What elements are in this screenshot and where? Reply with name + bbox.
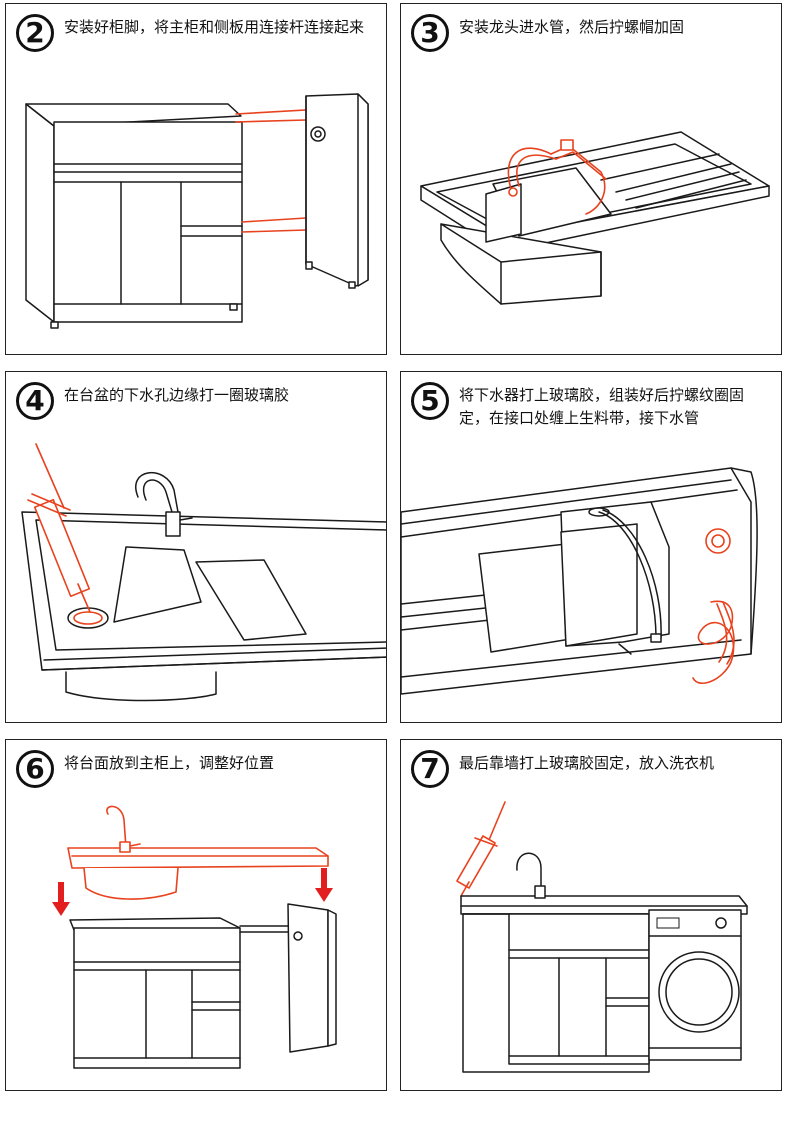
step-number: 7 bbox=[411, 750, 449, 788]
step-panel-7: 7 最后靠墙打上玻璃胶固定，放入洗衣机 bbox=[400, 739, 782, 1091]
drain-hose-illustration bbox=[401, 467, 758, 695]
place-countertop-illustration bbox=[52, 805, 337, 1069]
glue-gun-icon bbox=[27, 443, 91, 613]
faucet-inlet-illustration bbox=[420, 131, 770, 305]
step-number: 2 bbox=[16, 14, 54, 52]
step-caption: 最后靠墙打上玻璃胶固定，放入洗衣机 bbox=[459, 754, 715, 772]
glue-drain-hole-illustration bbox=[21, 443, 386, 702]
step-caption: 将下水器打上玻璃胶，组装好后拧螺纹圈固定，在接口处缠上生料带，接下水管 bbox=[459, 386, 745, 427]
step-caption: 安装好柜脚，将主柜和侧板用连接杆连接起来 bbox=[64, 18, 365, 36]
step-number: 3 bbox=[411, 14, 449, 52]
step-caption: 在台盆的下水孔边缘打一圈玻璃胶 bbox=[64, 386, 290, 404]
step-panel-6: 6 将台面放到主柜上，调整好位置 bbox=[5, 739, 387, 1091]
washing-machine-illustration bbox=[456, 801, 748, 1073]
arrow-down-icon bbox=[315, 868, 333, 902]
step-panel-5: 5 将下水器打上玻璃胶，组装好后拧螺纹圈固定，在接口处缠上生料带，接下水管 bbox=[400, 371, 782, 723]
cabinet-assembly-illustration bbox=[25, 93, 369, 329]
step-panel-4: 4 在台盆的下水孔边缘打一圈玻璃胶 bbox=[5, 371, 387, 723]
step-number: 4 bbox=[16, 382, 54, 420]
step-number: 6 bbox=[16, 750, 54, 788]
step-number: 5 bbox=[411, 382, 449, 420]
step-panel-3: 3 安装龙头进水管，然后拧螺帽加固 bbox=[400, 3, 782, 355]
step-caption: 安装龙头进水管，然后拧螺帽加固 bbox=[459, 18, 685, 36]
arrow-down-icon bbox=[52, 882, 70, 916]
step-caption: 将台面放到主柜上，调整好位置 bbox=[64, 754, 275, 772]
glue-gun-icon bbox=[456, 801, 506, 897]
step-panel-2: 2 安装好柜脚，将主柜和侧板用连接杆连接起来 bbox=[5, 3, 387, 355]
